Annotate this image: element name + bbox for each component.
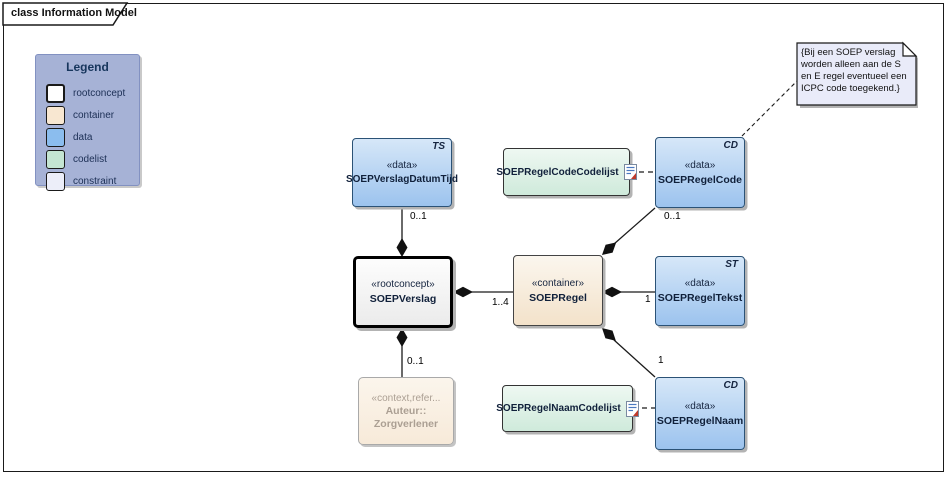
container-swatch-icon [46, 105, 65, 125]
class-box-soepverslagdatumtijd[interactable]: TS «data» SOEPVerslagDatumTijd [346, 138, 458, 207]
datatype-abbr-cd: CD [723, 140, 738, 151]
diagram-tab-title: class Information Model [11, 7, 137, 19]
class-box-soepverslag[interactable]: «rootconcept» SOEPVerslag [353, 256, 453, 328]
class-name: SOEPRegelNaam [656, 414, 744, 427]
multiplicity-label: 0..1 [664, 211, 681, 222]
multiplicity-label: 1..4 [492, 297, 509, 308]
datatype-abbr-cd: CD [723, 380, 738, 391]
multiplicity-label: 0..1 [407, 356, 424, 367]
data-swatch-icon [46, 127, 65, 147]
codelist-document-icon [623, 164, 637, 180]
class-name: Zorgverlener [373, 417, 439, 430]
diagram-frame-border [3, 3, 944, 472]
class-name: SOEPRegelTekst [657, 292, 743, 304]
class-box-soepregelnaamcodelijst[interactable]: SOEPRegelNaamCodelijst [496, 385, 639, 432]
stereotype-label: «container» [531, 277, 585, 289]
datatype-abbr-st: ST [725, 259, 738, 270]
constraint-swatch-icon [46, 171, 65, 191]
class-box-soepregel[interactable]: «container» SOEPRegel [513, 255, 603, 326]
codelist-swatch-icon [46, 149, 65, 169]
legend-item-data: data [46, 127, 92, 147]
class-name: SOEPRegel [529, 291, 587, 304]
stereotype-label: «data» [386, 160, 418, 171]
class-name: SOEPVerslag [369, 293, 437, 305]
class-box-soepregelcodecodelijst[interactable]: SOEPRegelCodeCodelijst [496, 148, 637, 196]
codelist-document-icon [625, 400, 639, 417]
constraint-note-text[interactable]: {Bij een SOEP verslag worden alleen aan … [801, 47, 907, 94]
legend-item-container: container [46, 105, 114, 125]
class-name: SOEPRegelNaamCodelijst [496, 403, 621, 414]
stereotype-label: «data» [684, 278, 716, 289]
datatype-abbr-ts: TS [432, 141, 445, 152]
legend: Legend rootconcept container data codeli… [35, 54, 140, 191]
multiplicity-label: 1 [645, 294, 651, 305]
class-box-soepregeltekst[interactable]: ST «data» SOEPRegelTekst [655, 256, 745, 326]
class-name: SOEPRegelCode [657, 173, 743, 186]
stereotype-label: «context,refer... [371, 392, 441, 404]
legend-item-constraint: constraint [46, 171, 116, 191]
rootconcept-swatch-icon [46, 83, 65, 103]
class-box-soepregelnaam[interactable]: CD «data» SOEPRegelNaam [655, 377, 745, 450]
class-box-auteur-zorgverlener[interactable]: «context,refer... Auteur:: Zorgverlener [358, 377, 454, 445]
stereotype-label: «data» [684, 159, 716, 171]
multiplicity-label: 0..1 [410, 211, 427, 222]
legend-title: Legend [66, 60, 109, 74]
class-name-qualifier: Auteur:: [385, 404, 427, 417]
multiplicity-label: 1 [658, 355, 664, 366]
class-name: SOEPRegelCodeCodelijst [496, 166, 619, 178]
class-box-soepregelcode[interactable]: CD «data» SOEPRegelCode [655, 137, 745, 208]
legend-item-codelist: codelist [46, 149, 107, 169]
stereotype-label: «data» [684, 400, 716, 412]
stereotype-label: «rootconcept» [371, 279, 435, 290]
class-name: SOEPVerslagDatumTijd [345, 174, 459, 185]
legend-item-rootconcept: rootconcept [46, 83, 125, 103]
